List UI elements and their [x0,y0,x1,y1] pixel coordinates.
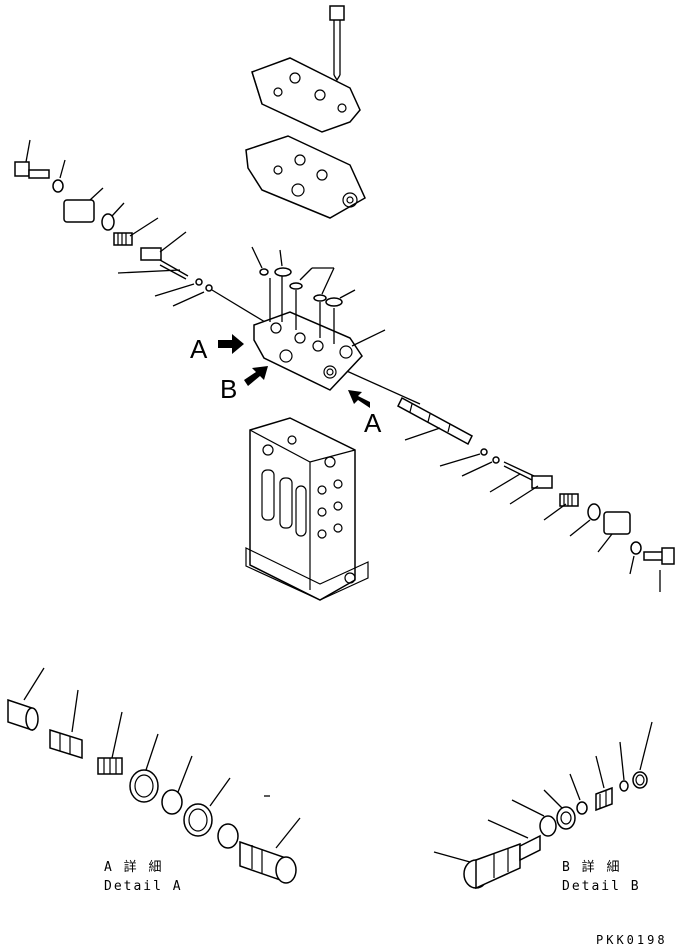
detail-a-en-caption: Detail A [104,879,183,894]
detail-a-cap [7,667,45,732]
detail-b-small-spool [595,755,613,812]
right-pin [489,461,535,493]
right-bolt [643,547,675,592]
top-cover-block [251,57,361,133]
detail-a-oring-1 [161,755,193,815]
right-small-rings [439,448,500,477]
detail-b-backup-ring [543,789,576,830]
view-b-marker: B [220,366,268,404]
detail-a-spool [49,689,83,760]
left-small-rings [154,278,213,307]
left-cap [63,187,104,223]
right-spring [543,493,579,521]
detail-b-plug [433,842,521,890]
solid-arrow-icon [348,390,370,408]
upper-section-block [245,135,366,219]
valve-stack-assembly [245,417,369,601]
detail-b-ring [619,741,629,792]
main-section-block [253,311,363,391]
left-spring [113,217,159,246]
detail-a-plug [239,817,301,884]
left-oring [101,202,125,231]
view-a-left-marker: A [190,334,244,364]
detail-b-oring-1 [511,799,557,837]
right-oring [569,503,601,537]
right-plug [509,475,553,505]
detail-a-spring [97,711,123,775]
left-plug [140,231,187,261]
drawing-code: PKK0198 [596,933,668,947]
left-washer [52,159,66,193]
detail-b-en-caption: Detail B [562,879,641,894]
right-cap [597,511,631,553]
view-a-right-marker: A [348,390,382,438]
left-pin [117,259,189,280]
detail-a-jp-caption: A 詳 細 [104,859,163,875]
view-a-label-left: A [190,334,208,364]
main-section-orings [251,246,386,347]
detail-a-oring-2 [217,795,270,849]
solid-arrow-icon [218,334,244,354]
detail-b-pin [487,819,541,862]
detail-a-backup-ring [183,777,231,837]
left-axis-line [211,289,271,326]
view-a-label-right: A [364,408,382,438]
view-b-label: B [220,374,237,404]
detail-b-jp-caption: B 詳 細 [562,859,621,875]
right-washer [629,541,642,575]
right-axis-line [339,367,421,405]
top-bolt [329,5,345,82]
detail-b-cap [632,721,653,789]
right-spool [397,396,473,446]
detail-a-ring [129,733,159,803]
left-bolt [14,139,50,179]
detail-b-oring-2 [569,773,588,815]
solid-arrow-icon [244,366,268,386]
